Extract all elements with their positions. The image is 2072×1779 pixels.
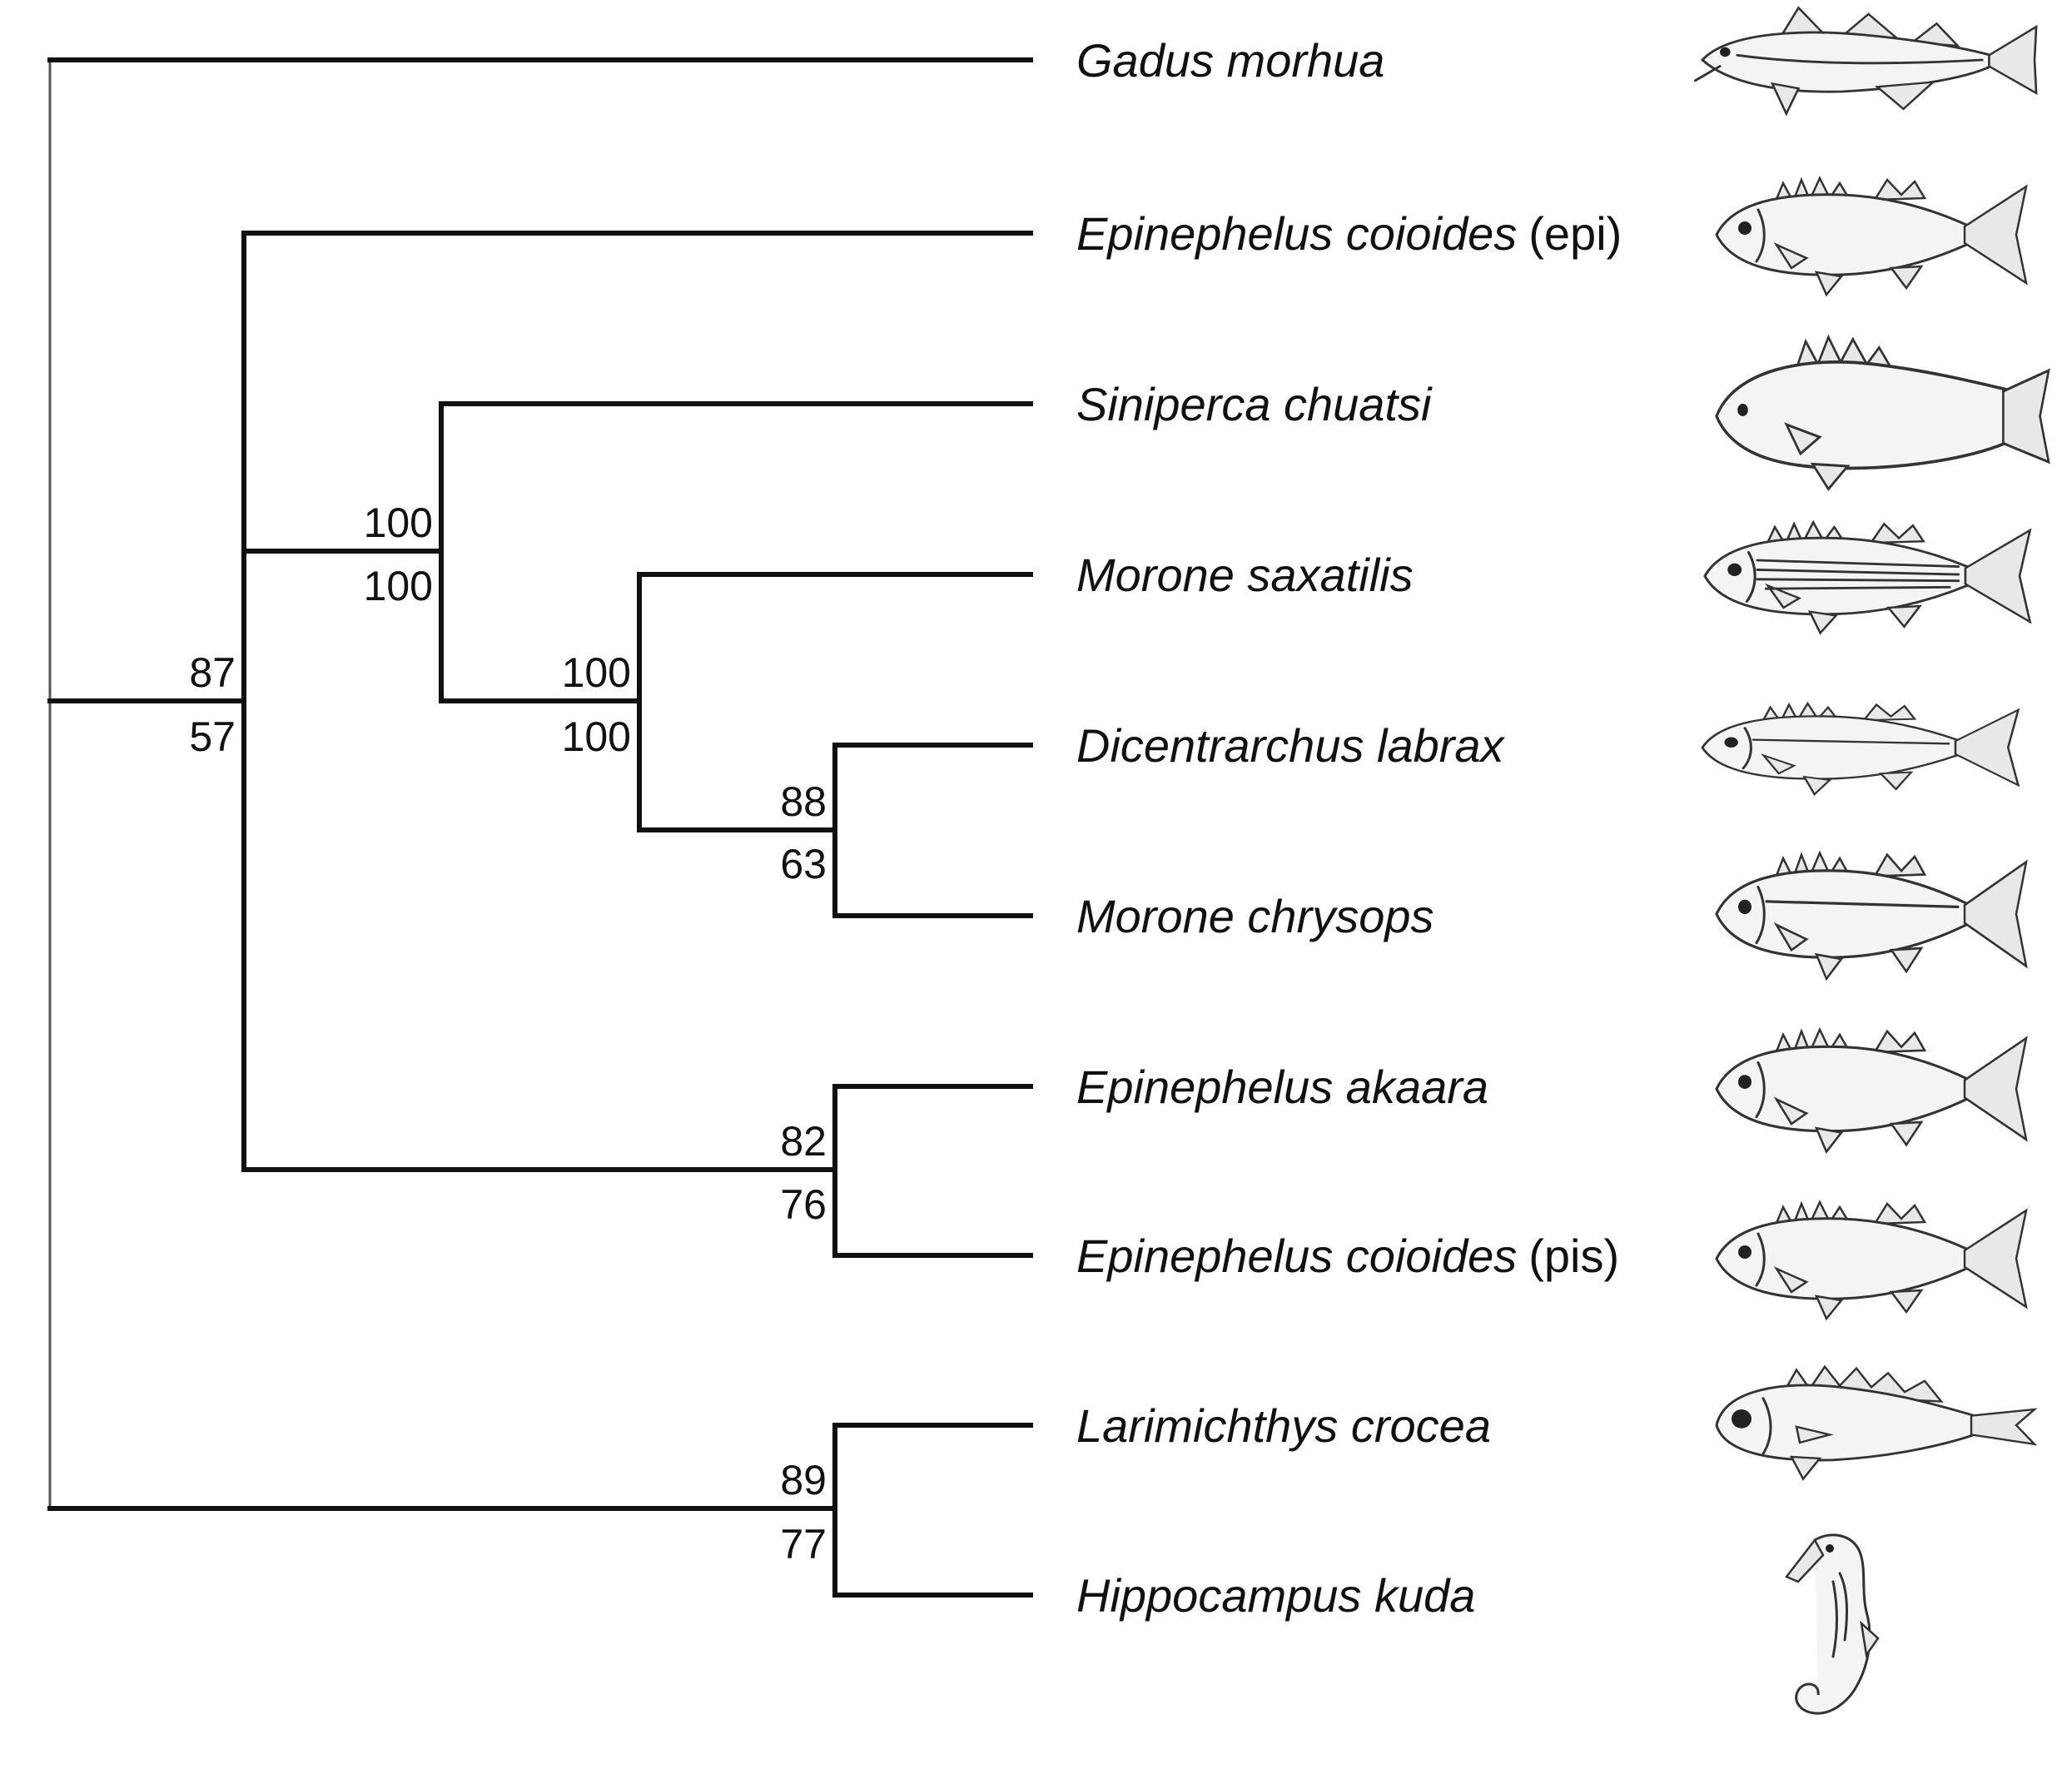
taxon-label: Morone saxatilis <box>1076 549 1414 601</box>
support-a-lower: 57 <box>189 713 236 760</box>
support-d-lower: 63 <box>780 841 827 887</box>
support-e-upper: 82 <box>780 1118 827 1165</box>
taxon-label: Larimichthys crocea <box>1076 1399 1491 1452</box>
support-c-upper: 100 <box>562 649 631 696</box>
taxon-label: Siniperca chuatsi <box>1076 378 1433 430</box>
taxon-label: Morone chrysops <box>1076 890 1434 942</box>
taxon-labels: Gadus morhua Epinephelus coioides(epi) S… <box>1076 34 1622 1622</box>
croaker-illustration <box>1715 1364 2038 1481</box>
tree-branches <box>47 57 1033 1598</box>
support-c-lower: 100 <box>562 713 631 760</box>
support-b-upper: 100 <box>364 499 433 546</box>
support-b-lower: 100 <box>364 563 433 609</box>
grouper-illustration <box>1715 1028 2028 1154</box>
support-e-lower: 76 <box>780 1181 827 1228</box>
support-f-upper: 89 <box>780 1457 827 1503</box>
mandarin-fish-illustration <box>1715 334 2050 491</box>
seahorse-illustration <box>1785 1533 1880 1715</box>
support-d-upper: 88 <box>780 778 827 825</box>
taxon-label: Epinephelus coioides(pis) <box>1076 1230 1619 1282</box>
taxon-label: Epinephelus akaara <box>1076 1061 1488 1113</box>
support-a-upper: 87 <box>189 649 236 696</box>
grouper-illustration <box>1715 176 2028 296</box>
support-f-lower: 77 <box>780 1521 827 1568</box>
cod-illustration <box>1694 6 2038 117</box>
taxon-label: Dicentrarchus labrax <box>1076 719 1506 772</box>
taxon-label: Epinephelus coioides(epi) <box>1076 207 1622 260</box>
grouper-illustration <box>1715 1200 2028 1320</box>
striped-bass-illustration <box>1703 520 2032 634</box>
sea-bass-illustration <box>1701 702 2020 796</box>
taxon-label: Hippocampus kuda <box>1076 1569 1475 1622</box>
taxon-label: Gadus morhua <box>1076 34 1384 87</box>
white-bass-illustration <box>1715 851 2028 981</box>
support-values: 87 57 100 100 100 100 88 63 82 76 89 77 <box>189 499 827 1568</box>
